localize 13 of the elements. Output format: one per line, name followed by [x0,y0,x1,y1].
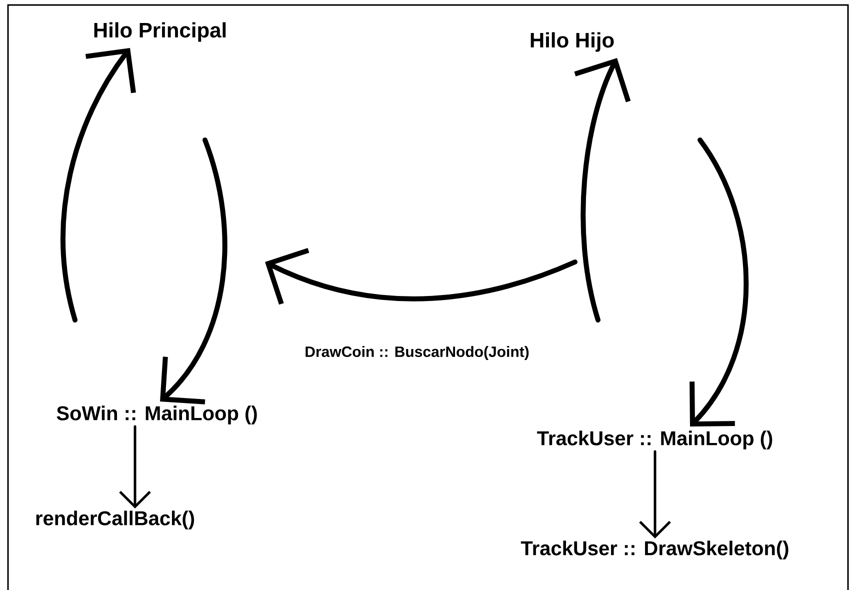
code-label: Hilo Hijo [530,32,614,52]
arrow [690,138,749,426]
arrow [639,450,671,538]
arrow [119,425,151,508]
arrow [160,138,228,404]
code-label: SoWin :: MainLoop () [56,406,257,424]
arrow [60,48,136,322]
code-label: renderCallBack() [36,510,194,530]
arrow [574,58,631,322]
code-label: Hilo Principal [94,22,226,42]
code-label: TrackUser :: DrawSkeleton() [520,540,788,560]
call-label: DrawCoin :: BuscarNodo(Joint) [306,346,529,360]
code-label: TrackUser :: MainLoop () [537,430,772,450]
